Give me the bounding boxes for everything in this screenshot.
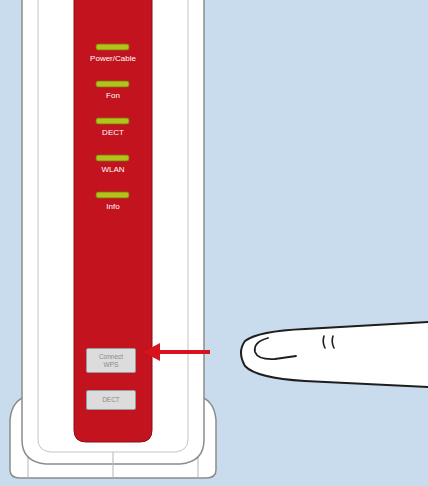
led-label: Fon [74, 92, 152, 101]
led-label: Info [74, 203, 152, 212]
led-label: Power/Cable [74, 55, 152, 64]
push-button: Connect WPS [86, 348, 136, 373]
button-label: Connect WPS [96, 353, 126, 368]
led-label: WLAN [74, 166, 152, 175]
push-button: DECT [86, 390, 136, 410]
led-label: DECT [74, 129, 152, 138]
button-label: DECT [102, 396, 120, 403]
